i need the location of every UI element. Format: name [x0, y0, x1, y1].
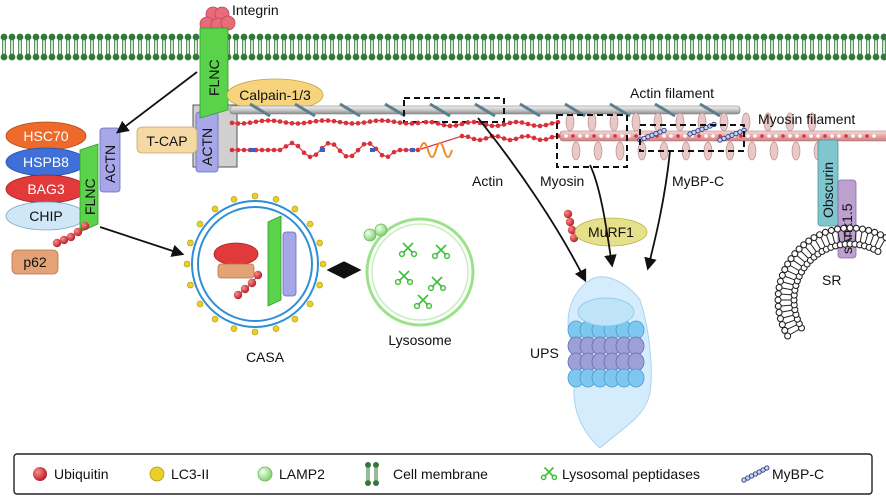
actin-label: Actin [472, 173, 503, 189]
lc3-ii-icon [149, 466, 165, 482]
flnc-complex: FLNC [79, 143, 99, 233]
legend: Ubiquitin LC3-II LAMP2 Cell membrane Lys… [13, 453, 873, 495]
legend-membrane: Cell membrane [393, 466, 488, 482]
t-cap: T-CAP [136, 126, 198, 154]
proteasome-ups [567, 276, 652, 449]
legend-lc3: LC3-II [171, 466, 209, 482]
legend-ubiquitin: Ubiquitin [54, 466, 108, 482]
arrows [99, 71, 671, 283]
integrin [199, 6, 236, 33]
ups-label: UPS [530, 345, 559, 361]
p62: p62 [11, 249, 59, 275]
casa-autophagosome [183, 192, 327, 336]
murf1: MuRF1 [574, 217, 648, 247]
legend-peptidases: Lysosomal peptidases [562, 466, 700, 482]
titin-chain-lower [229, 133, 561, 160]
legend-mybpc: MyBP-C [772, 466, 824, 482]
murf1-label: MuRF1 [588, 224, 634, 240]
actin-dashed-box [403, 97, 505, 123]
actn-complex-label: ACTN [102, 145, 118, 183]
sr-label: SR [822, 272, 841, 288]
p62-label: p62 [23, 254, 47, 270]
myosin-label: Myosin [540, 173, 584, 189]
mybp-c-dashed-box [639, 124, 745, 152]
lamp2-icon [257, 466, 273, 482]
chip-label: CHIP [29, 208, 62, 224]
actin-filament [229, 102, 741, 118]
flnc-membrane: FLNC [199, 27, 229, 119]
hsc70: HSC70 [5, 121, 87, 151]
hspb8-label: HSPB8 [23, 154, 69, 170]
mybp-c-label: MyBP-C [672, 173, 724, 189]
titin-spring [419, 142, 453, 158]
myosin-filament-label: Myosin filament [758, 111, 855, 127]
myosin-dashed-box [556, 114, 628, 168]
cell-membrane-icon [365, 462, 379, 486]
integrin-label: Integrin [232, 2, 279, 18]
lysosomal-peptidase-icon [540, 466, 558, 481]
calpain-label: Calpain-1/3 [239, 87, 311, 103]
hspb8: HSPB8 [5, 147, 87, 177]
bag3-label: BAG3 [27, 181, 65, 197]
ubiquitin-chain-murf1 [563, 209, 579, 243]
obscurin: Obscurin [817, 139, 839, 227]
lysosome [363, 217, 475, 327]
casa-label: CASA [246, 349, 285, 365]
ubiquitin-chain-complex [52, 221, 90, 248]
actn-z-disc: ACTN [195, 111, 219, 173]
titin-chain-upper [229, 118, 561, 129]
lysosome-label: Lysosome [388, 332, 452, 348]
obscurin-label: Obscurin [820, 162, 836, 218]
bag3: BAG3 [5, 174, 87, 204]
cell-membrane [0, 33, 886, 61]
mybp-c-chain-icon [741, 465, 770, 483]
actn-complex: ACTN [99, 127, 121, 193]
t-cap-label: T-CAP [146, 133, 187, 149]
ubiquitin-icon [33, 467, 47, 481]
legend-lamp2: LAMP2 [279, 466, 325, 482]
flnc-complex-label: FLNC [82, 178, 98, 215]
myosin-filament [559, 112, 886, 161]
actin-filament-label: Actin filament [630, 85, 714, 101]
chip: CHIP [5, 201, 87, 231]
hsc70-label: HSC70 [23, 128, 68, 144]
actn-z-label: ACTN [199, 128, 215, 166]
flnc-membrane-label: FLNC [206, 59, 222, 96]
sr-membrane [774, 224, 886, 340]
